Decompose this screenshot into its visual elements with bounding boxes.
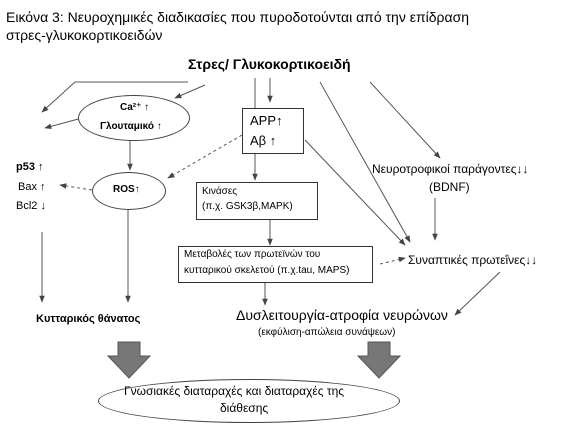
synaptic-label: Συναπτικές πρωτεΐνες↓↓ [408,253,538,267]
kinases-box [196,182,318,220]
arrow-stress-ca [174,84,206,99]
ca-glutamate-ellipse [78,95,190,141]
arrow-stress-neurotrophic [369,81,441,159]
cytoskeleton-example: κυτταρικού σκελετού (π.χ.tau, MAPS) [184,265,350,276]
arrow-stress-synaptic [319,81,411,243]
dysfunction-detail: (εκφύλιση-απώλεια συνάψεων) [258,327,396,338]
caption-line-1: Εικόνα 3: Νευροχημικές διαδικασίες που π… [6,9,469,25]
neurotrophic-bdnf: (BDNF) [429,180,470,194]
ros-label: ROS↑ [113,184,140,195]
kinases-example: (π.χ. GSK3β,MAPK) [202,201,293,212]
arrow-synaptic-dysfunction [454,271,501,316]
app-abeta-box [242,108,304,154]
p53-label: p53 ↑ [16,161,44,173]
ca-label: Ca²⁺ ↑ [120,102,150,113]
app-label: APP↑ [250,113,283,128]
block-arrow-left [106,341,152,379]
dashed-arrow-ros-p53 [59,183,93,191]
arrow-app-synaptic [304,139,406,246]
outcome-ellipse [98,379,400,423]
stress-label: Στρες/ Γλυκοκορτικοειδή [188,56,351,72]
caption-line-2: στρες-γλυκοκορτικοειδών [6,27,163,43]
outcome-line-1: Γνωσιακές διαταραχές και διαταραχές της [124,384,345,398]
cell-death-label: Κυτταρικός θάνατος [36,313,141,325]
block-arrow-right [356,341,402,379]
ros-ellipse [92,172,166,210]
figure-caption: Εικόνα 3: Νευροχημικές διαδικασίες που π… [6,8,558,44]
outcome-line-2: διάθεσης [220,401,269,415]
bcl2-label: Bcl2 ↓ [16,200,46,212]
glutamate-label: Γλουταμικό ↑ [100,121,162,132]
kinases-label: Κινάσες [202,186,238,197]
dashed-arrow-app-ros [167,134,243,179]
neurotrophic-label: Νευροτροφικοί παράγοντες↓↓ [372,162,529,176]
cytoskeleton-box [178,246,373,283]
dysfunction-label: Δυσλειτουργία-ατροφία νευρώνων [236,307,448,323]
bax-label: Bax ↑ [18,181,46,193]
dashed-arrow-cyto-synaptic [379,256,406,265]
arrow-stress-left [41,81,188,113]
cytoskeleton-label: Μεταβολές των πρωτεϊνών του [184,249,321,260]
arrow-ca-p53 [44,117,83,130]
abeta-label: Aβ ↑ [250,133,277,148]
